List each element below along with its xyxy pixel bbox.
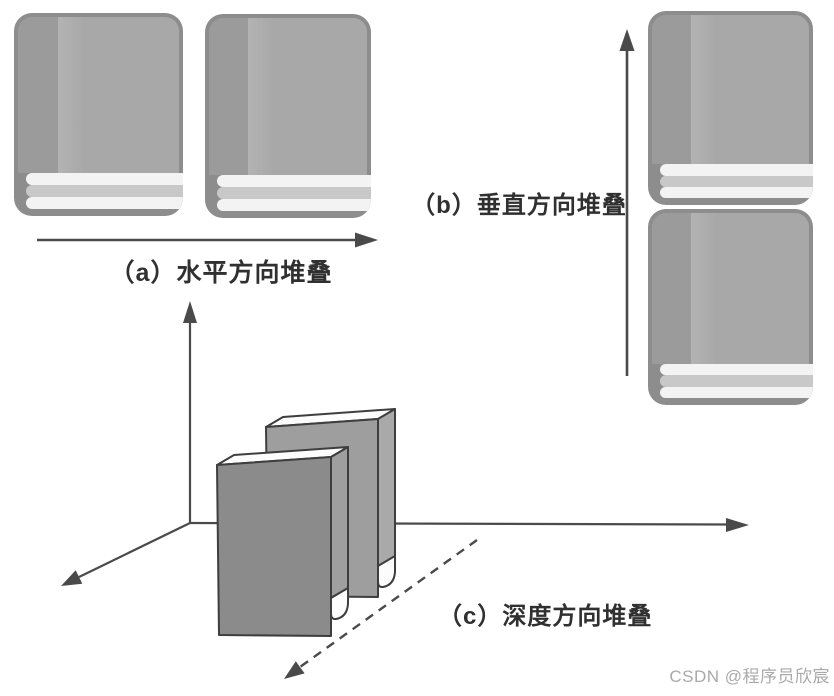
y-axis-arrow-icon [183,301,197,523]
watermark: CSDN @程序员欣宸 [669,667,830,686]
book-cover [690,15,809,165]
depth-arrow-icon [284,539,478,679]
book-pages [659,363,813,376]
book-cover [690,213,809,364]
panel-a-caption: （a）水平方向堆叠 [109,259,333,287]
book-pages [659,164,813,176]
book-pages [216,198,371,211]
panel-c-caption: （c）深度方向堆叠 [438,603,653,630]
book-spine [18,17,58,174]
book-spine [652,15,691,165]
book-icon [648,209,813,405]
book-icon [648,11,813,205]
book-icon [205,14,371,218]
book-spine [209,18,249,176]
book-pages [216,186,371,199]
book-icon [14,13,183,216]
book-spine [652,213,691,364]
book-pages [25,173,183,186]
book-cover [248,18,367,176]
book-pages [659,186,813,198]
book-pages [659,375,813,387]
book-3d-front-icon [216,446,349,637]
book-pages [659,386,813,398]
axes-3d-icon [61,301,749,586]
horizontal-arrow-icon [37,232,378,248]
book-pages [25,185,183,197]
book-pages [216,175,371,187]
book-pages [25,196,183,209]
panel-b-caption: （b）垂直方向堆叠 [411,192,627,219]
vertical-arrow-icon [619,29,635,376]
z-axis-arrow-icon [61,522,191,586]
book-cover [57,17,179,174]
book-pages [659,175,813,187]
